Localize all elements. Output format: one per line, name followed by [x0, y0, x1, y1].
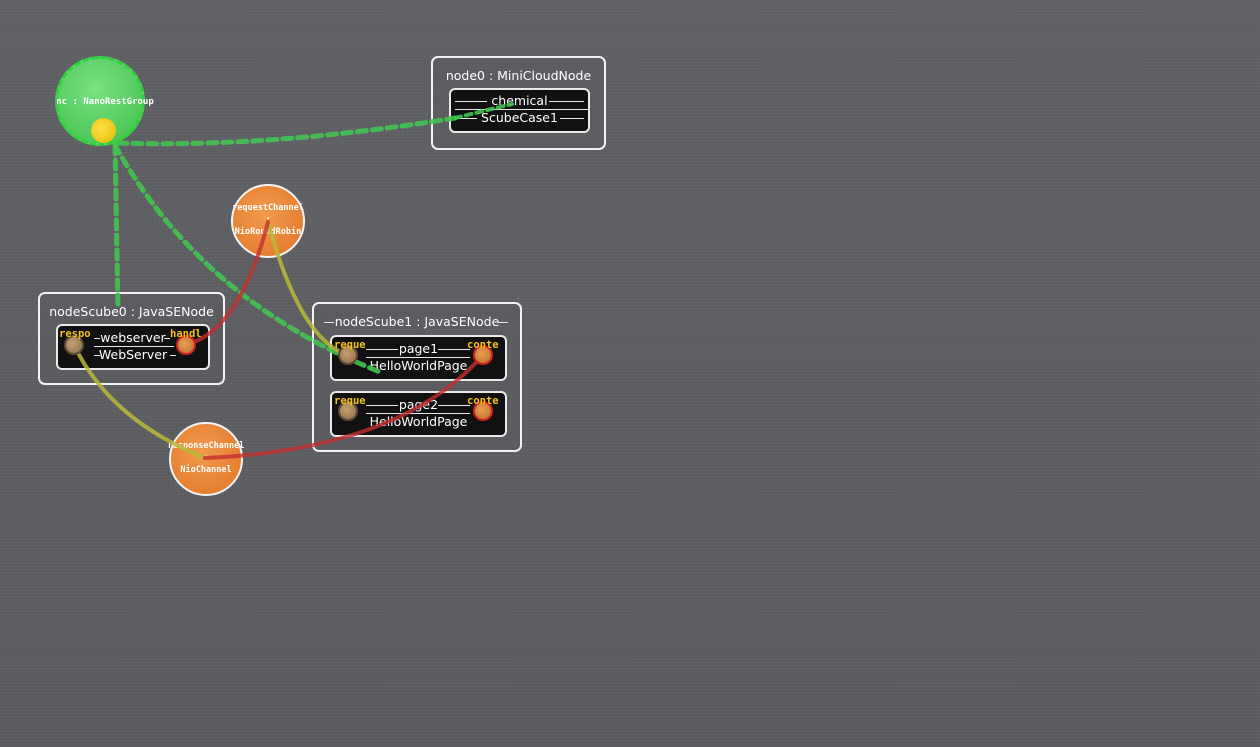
channel-name: requestChannel: [232, 203, 304, 213]
group-port[interactable]: [91, 118, 116, 143]
group-link-node0[interactable]: [115, 115, 458, 147]
port-label-respo: respo: [59, 328, 91, 340]
port-label-page2-reque: reque: [334, 395, 366, 407]
group-nc[interactable]: nc : NanoRestGroup: [55, 56, 154, 146]
port-label-handl: handl: [170, 328, 202, 340]
channel-name: responseChannel: [167, 441, 245, 451]
channel-request[interactable]: requestChannel : NioRoundRobin: [231, 184, 305, 258]
node-nodeScube1[interactable]: nodeScube1 : JavaSENode page1 HelloWorld…: [312, 302, 522, 452]
component-name: page1: [398, 341, 439, 356]
component-name: chemical: [491, 93, 548, 108]
node-title: node0 : MiniCloudNode: [445, 68, 592, 83]
group-label: nc : NanoRestGroup: [56, 97, 154, 107]
port-label-page2-conte: conte: [467, 395, 499, 407]
channel-separator: :: [265, 215, 271, 225]
channel-separator: :: [203, 453, 209, 463]
component-type: ScubeCase1: [481, 110, 558, 125]
group-link-nodeScube0[interactable]: [112, 142, 121, 311]
channel-type: NioRoundRobin: [234, 227, 302, 237]
channel-response[interactable]: responseChannel : NioChannel: [168, 422, 244, 496]
node-title: nodeScube0 : JavaSENode: [49, 304, 214, 319]
node-title: nodeScube1 : JavaSENode: [334, 314, 500, 329]
channel-type: NioChannel: [180, 465, 232, 475]
port-label-page1-reque: reque: [334, 339, 366, 351]
node-node0[interactable]: node0 : MiniCloudNode chemical ScubeCase…: [431, 56, 606, 150]
component-chemical[interactable]: chemical ScubeCase1: [449, 88, 590, 133]
port-label-page1-conte: conte: [467, 339, 499, 351]
